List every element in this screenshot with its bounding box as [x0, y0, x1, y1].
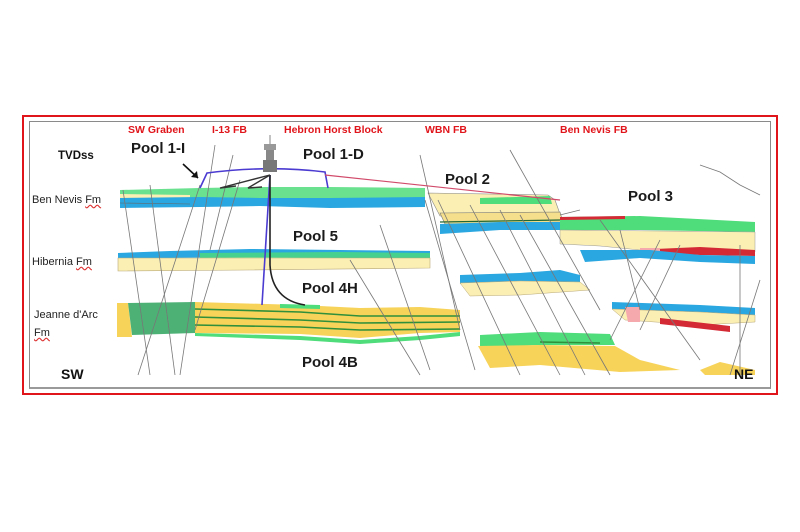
pool-label-4h: Pool 4H [302, 280, 358, 297]
formation-label-ben-nevis: Ben Nevis Fm [32, 194, 102, 206]
fault-lines [122, 144, 761, 376]
jeanne-darc-layers [117, 302, 755, 375]
formation-label-hibernia: Hibernia Fm [32, 256, 92, 268]
block-label-hebron-horst: Hebron Horst Block [284, 124, 383, 136]
hibernia-layers [117, 249, 756, 332]
block-label-ben-nevis-fb: Ben Nevis FB [560, 124, 628, 136]
block-label-wbn-fb: WBN FB [425, 124, 467, 136]
ben-nevis-layers [119, 187, 756, 264]
pool-label-1d: Pool 1-D [303, 146, 364, 163]
platform-icon [263, 135, 277, 172]
pool-label-4b: Pool 4B [302, 354, 358, 371]
block-label-sw-graben: SW Graben [128, 124, 185, 136]
pool-label-5: Pool 5 [293, 228, 339, 245]
block-label-i13-fb: I-13 FB [212, 124, 248, 136]
direction-label-sw: SW [61, 366, 84, 382]
pool-label-1i: Pool 1-I [131, 140, 186, 157]
depth-axis-label: TVDss [58, 150, 94, 162]
pool-label-3: Pool 3 [628, 188, 674, 205]
well-trajectories [182, 163, 561, 306]
pool-label-2: Pool 2 [445, 171, 491, 188]
direction-label-ne: NE [734, 366, 754, 382]
